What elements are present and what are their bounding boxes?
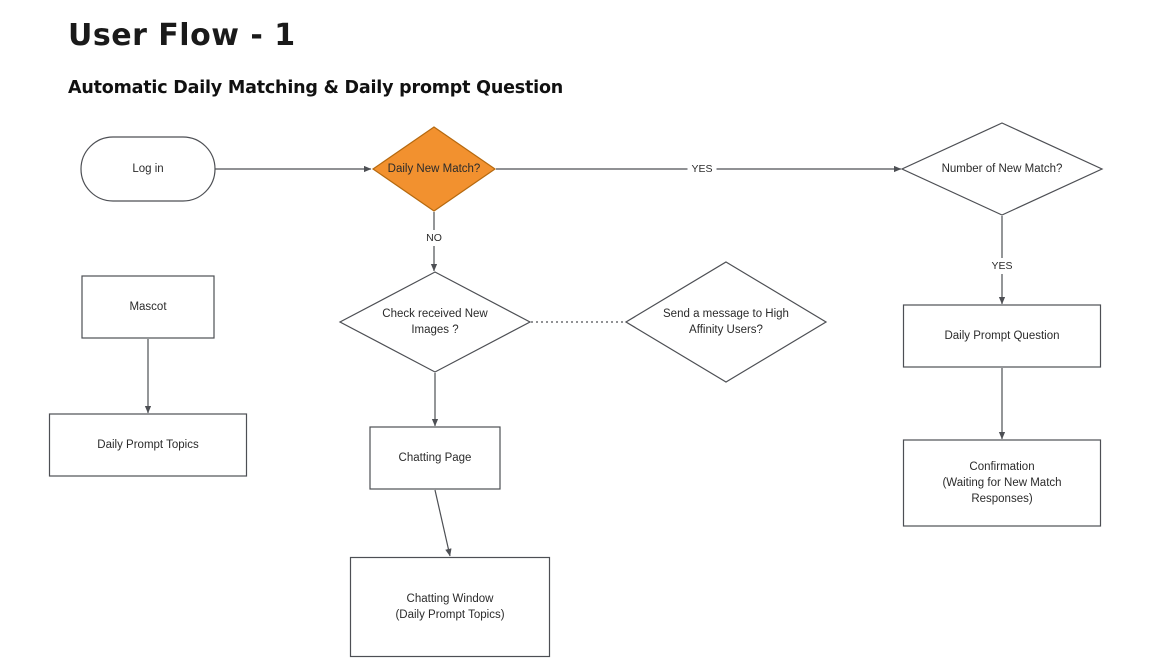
edge-chatting-page-to-chatting-window: [434, 489, 452, 557]
node-chatting-window[interactable]: Chatting Window(Daily Prompt Topics): [349, 556, 551, 658]
page-title: User Flow - 1: [68, 18, 296, 53]
node-mascot[interactable]: Mascot: [81, 275, 215, 339]
node-label-daily-prompt-topics: Daily Prompt Topics: [97, 439, 199, 451]
node-shape-diamond: [900, 122, 1104, 216]
node-shape-rect: [369, 426, 501, 490]
page-subtitle: Automatic Daily Matching & Daily prompt …: [68, 78, 564, 98]
edge-label-daily-new-match-yes: YES: [691, 163, 712, 175]
node-shape-diamond: [338, 271, 532, 373]
edge-label-number-of-new-match-yes: YES: [991, 260, 1012, 272]
node-label-chatting-window: Chatting Window(Daily Prompt Topics): [395, 593, 504, 621]
edge-label-backdrop: [687, 161, 717, 177]
node-label-number-of-new-match: Number of New Match?: [942, 163, 1063, 175]
node-shape-diamond: [371, 126, 497, 212]
node-daily-prompt-topics[interactable]: Daily Prompt Topics: [48, 413, 248, 477]
node-chatting-page[interactable]: Chatting Page: [369, 426, 501, 490]
node-shape-rect: [349, 556, 551, 658]
node-shape-rect: [902, 439, 1102, 527]
node-shape-diamond: [624, 261, 828, 383]
node-label-chatting-page: Chatting Page: [399, 452, 472, 464]
edge-labels-layer: YES NO YES: [423, 161, 1017, 274]
node-shape-rect: [48, 413, 248, 477]
edge-label-backdrop: [987, 258, 1017, 274]
edge-label-daily-new-match-no: NO: [426, 232, 442, 244]
node-number-of-new-match[interactable]: Number of New Match?: [900, 122, 1104, 216]
node-label-daily-new-match: Daily New Match?: [388, 163, 481, 175]
node-label-daily-prompt-question: Daily Prompt Question: [944, 330, 1059, 342]
edge-label-backdrop: [423, 230, 445, 246]
node-label-mascot: Mascot: [129, 301, 167, 313]
node-shape-stadium: [80, 136, 216, 202]
node-daily-prompt-question[interactable]: Daily Prompt Question: [902, 304, 1102, 368]
node-daily-new-match[interactable]: Daily New Match?: [371, 126, 497, 212]
node-shape-rect: [81, 275, 215, 339]
nodes-layer: Log in Daily New Match? Number of New Matc…: [48, 122, 1104, 658]
node-login[interactable]: Log in: [80, 136, 216, 202]
edges-layer: [144, 165, 1006, 557]
node-shape-rect: [902, 304, 1102, 368]
node-label-login: Log in: [132, 163, 163, 175]
